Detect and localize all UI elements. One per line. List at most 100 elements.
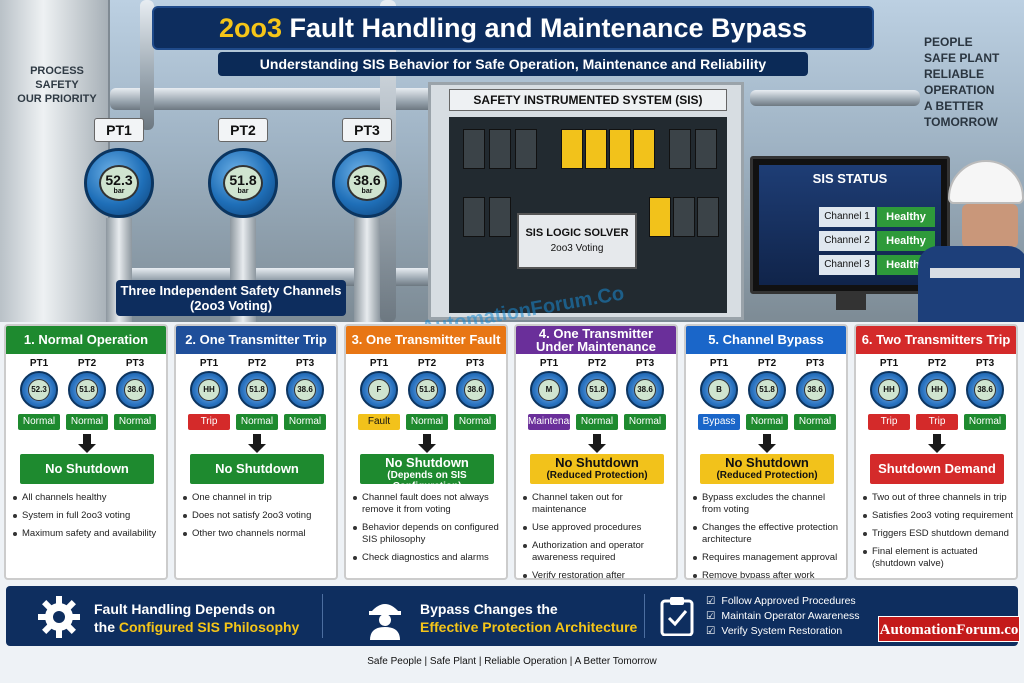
result-box: Shutdown Demand xyxy=(870,454,1004,484)
gauge-label: PT3 xyxy=(805,358,825,369)
status-badge: Normal xyxy=(624,414,666,430)
three-channels-line: (2oo3 Voting) xyxy=(189,298,273,313)
arrow-down-icon xyxy=(758,434,776,453)
panel-header-text: Under Maintenance xyxy=(536,339,656,354)
bullet-item: Authorization and operator awareness req… xyxy=(522,540,674,564)
footer-line-pre: the xyxy=(94,619,119,635)
bullet-item: Channel taken out for maintenance xyxy=(522,492,674,516)
slogan-line: A BETTER TOMORROW xyxy=(924,99,998,129)
gauge-display: B xyxy=(708,379,730,401)
channel-name: Channel 1 xyxy=(819,207,875,227)
io-module xyxy=(489,197,511,237)
worker-icon xyxy=(369,604,401,640)
result-box: No Shutdown(Depends on SIS Configuration… xyxy=(360,454,494,492)
channel-name: Channel 2 xyxy=(819,231,875,251)
transmitter-tag: PT3 xyxy=(342,118,392,142)
arrow-down-icon xyxy=(928,434,946,453)
monitor-title: SIS STATUS xyxy=(812,171,888,186)
brand-logo: AutomationForum.co xyxy=(878,616,1020,642)
io-module xyxy=(697,197,719,237)
status-badge: Trip xyxy=(868,414,910,430)
transmitter-gauge-icon: HH xyxy=(190,371,228,409)
transmitter-gauge-icon: F xyxy=(360,371,398,409)
checklist-text: Maintain Operator Awareness xyxy=(721,610,860,622)
gauge-display: 38.6 xyxy=(124,379,146,401)
footer-accent: Effective Protection Architecture xyxy=(420,619,638,635)
check-icon: ☑ xyxy=(706,610,716,622)
gauge-display: 52.3 xyxy=(28,379,50,401)
gauge-display: 38.6 xyxy=(974,379,996,401)
status-badge: Normal xyxy=(114,414,156,430)
result-text: No Shutdown xyxy=(45,461,129,476)
result-text: Shutdown Demand xyxy=(878,461,996,476)
bullet-item: One channel in trip xyxy=(182,492,334,504)
checklist-text: Follow Approved Procedures xyxy=(721,595,856,607)
transmitter-gauge-icon: 38.6 xyxy=(116,371,154,409)
result-box: No Shutdown(Reduced Protection) xyxy=(530,454,664,484)
footer-block-philosophy: Fault Handling Depends on the Configured… xyxy=(36,594,326,640)
footer-text: Fault Handling Depends on the Configured… xyxy=(94,600,299,636)
result-text: No Shutdown xyxy=(215,461,299,476)
logic-solver-label: SIS LOGIC SOLVER 2oo3 Voting xyxy=(517,213,637,269)
divider xyxy=(322,594,323,638)
arrow-down-icon xyxy=(588,434,606,453)
gauge-label: PT3 xyxy=(465,358,485,369)
transmitter-gauge-icon: HH xyxy=(870,371,908,409)
slogan-text: PEOPLE SAFE PLANT RELIABLE OPERATION A B… xyxy=(924,34,1020,130)
status-badge: Normal xyxy=(284,414,326,430)
panel-header-text: 6. Two Transmitters Trip xyxy=(861,332,1011,347)
bullet-item: System in full 2oo3 voting xyxy=(12,510,164,522)
transmitter-unit: bar xyxy=(237,188,249,195)
bullet-item: Bypass excludes the channel from voting xyxy=(692,492,844,516)
bullet-item: Verify restoration after maintenance xyxy=(522,570,674,578)
gauge-display: 51.8 xyxy=(76,379,98,401)
bullet-item: Channel fault does not always remove it … xyxy=(352,492,504,516)
gauge-label: PT2 xyxy=(247,358,267,369)
channel-status-row: Channel 2 Healthy xyxy=(819,231,937,251)
io-module xyxy=(463,129,485,169)
checklist-text: Verify System Restoration xyxy=(721,625,843,637)
checklist-item: ☑Verify System Restoration xyxy=(706,624,860,639)
status-badge: Normal xyxy=(406,414,448,430)
tank-text-line: OUR PRIORITY xyxy=(17,93,97,105)
transmitter-gauge-icon: 38.6 xyxy=(456,371,494,409)
check-icon: ☑ xyxy=(706,595,716,607)
panel-header: 6. Two Transmitters Trip xyxy=(856,326,1016,354)
footer-accent: Configured SIS Philosophy xyxy=(118,619,300,635)
operator-face xyxy=(962,204,1018,248)
hero-illustration: PROCESS SAFETY OUR PRIORITY 2oo3 Fault H… xyxy=(0,0,1024,322)
page-subtitle: Understanding SIS Behavior for Safe Oper… xyxy=(218,52,808,76)
gauge-label: PT2 xyxy=(927,358,947,369)
io-module xyxy=(585,129,607,169)
bullet-item: Requires management approval xyxy=(692,552,844,564)
gauge-display: HH xyxy=(926,379,948,401)
gauge-label: PT3 xyxy=(635,358,655,369)
gauge-label: PT1 xyxy=(709,358,729,369)
transmitter-gauge-icon: 52.3 xyxy=(20,371,58,409)
bullet-item: Satisfies 2oo3 voting requirement xyxy=(862,510,1014,522)
gauge-label: PT1 xyxy=(29,358,49,369)
gauge-display: 38.6 xyxy=(464,379,486,401)
gauge-label: PT3 xyxy=(975,358,995,369)
result-subtext: (Depends on SIS Configuration) xyxy=(387,470,467,492)
checklist-item: ☑ Follow Approved Procedures xyxy=(706,594,860,609)
bullet-item: Behavior depends on configured SIS philo… xyxy=(352,522,504,546)
gauge-label: PT2 xyxy=(77,358,97,369)
transmitter-value: 38.6 xyxy=(353,172,381,188)
panel-header: 5. Channel Bypass xyxy=(686,326,846,354)
transmitter-unit: bar xyxy=(361,188,373,195)
bullet-item: Does not satisfy 2oo3 voting xyxy=(182,510,334,522)
status-badge: Normal xyxy=(454,414,496,430)
status-badge: Normal xyxy=(576,414,618,430)
panel-header: 2. One Transmitter Trip xyxy=(176,326,336,354)
transmitter-gauge-icon: 38.6 xyxy=(966,371,1004,409)
transmitter-tag: PT2 xyxy=(218,118,268,142)
gauge-label: PT2 xyxy=(587,358,607,369)
bullet-item: Final element is actuated (shutdown valv… xyxy=(862,546,1014,570)
footer-block-bypass: Bypass Changes the Effective Protection … xyxy=(362,594,652,640)
gauge-label: PT3 xyxy=(125,358,145,369)
